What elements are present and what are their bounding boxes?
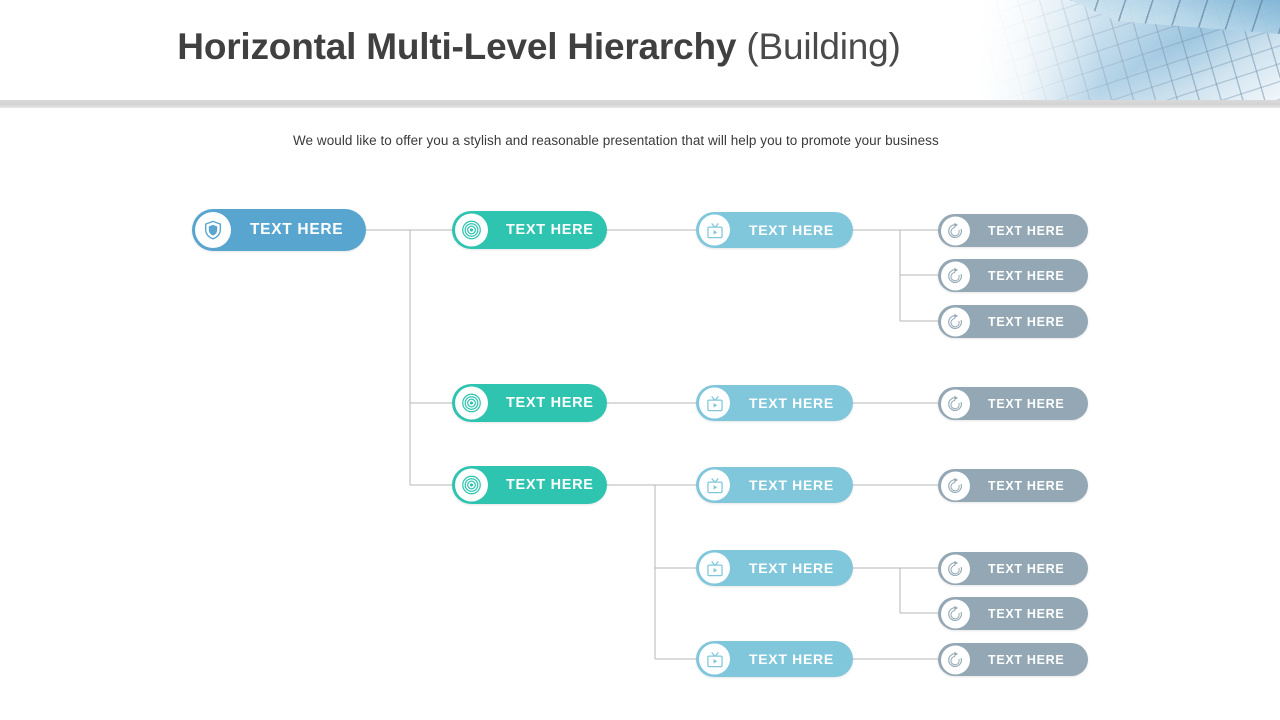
node-level2-1[interactable]: TEXT HERE xyxy=(452,211,607,249)
refresh-icon xyxy=(941,554,970,583)
tv-icon xyxy=(699,552,730,584)
node-level4-1[interactable]: TEXT HERE xyxy=(938,214,1088,247)
node-label: TEXT HERE xyxy=(988,478,1065,493)
node-label: TEXT HERE xyxy=(749,651,834,667)
node-label: TEXT HERE xyxy=(988,268,1065,283)
subtitle-text: We would like to offer you a stylish and… xyxy=(293,133,939,148)
node-label: TEXT HERE xyxy=(749,395,834,411)
refresh-icon xyxy=(941,645,970,674)
node-label: TEXT HERE xyxy=(988,606,1065,621)
target-icon xyxy=(455,386,488,420)
node-level2-2[interactable]: TEXT HERE xyxy=(452,384,607,422)
node-label: TEXT HERE xyxy=(988,396,1065,411)
refresh-icon xyxy=(941,261,970,290)
page-title-light: (Building) xyxy=(746,26,901,67)
node-label: TEXT HERE xyxy=(749,477,834,493)
refresh-icon xyxy=(941,599,970,628)
refresh-icon xyxy=(941,216,970,245)
target-icon xyxy=(455,468,488,502)
header-divider xyxy=(0,100,1280,108)
refresh-icon xyxy=(941,307,970,336)
slide-header: Horizontal Multi-Level Hierarchy (Buildi… xyxy=(0,0,1280,100)
tv-icon xyxy=(699,469,730,501)
page-title: Horizontal Multi-Level Hierarchy (Buildi… xyxy=(0,24,1078,70)
tv-icon xyxy=(699,387,730,419)
node-label: TEXT HERE xyxy=(749,222,834,238)
tv-icon xyxy=(699,214,730,246)
node-level2-3[interactable]: TEXT HERE xyxy=(452,466,607,504)
node-label: TEXT HERE xyxy=(749,560,834,576)
node-level4-7[interactable]: TEXT HERE xyxy=(938,597,1088,630)
node-level4-8[interactable]: TEXT HERE xyxy=(938,643,1088,676)
tv-icon xyxy=(699,643,730,675)
node-level3-3[interactable]: TEXT HERE xyxy=(696,467,853,503)
node-label: TEXT HERE xyxy=(506,222,594,238)
node-level3-5[interactable]: TEXT HERE xyxy=(696,641,853,677)
node-label: TEXT HERE xyxy=(506,477,594,493)
building-photo xyxy=(980,0,1280,100)
node-level1-root[interactable]: TEXT HERE xyxy=(192,209,366,251)
node-level4-4[interactable]: TEXT HERE xyxy=(938,387,1088,420)
refresh-icon xyxy=(941,471,970,500)
node-level4-5[interactable]: TEXT HERE xyxy=(938,469,1088,502)
node-label: TEXT HERE xyxy=(506,395,594,411)
node-level3-4[interactable]: TEXT HERE xyxy=(696,550,853,586)
node-label: TEXT HERE xyxy=(988,314,1065,329)
node-level4-2[interactable]: TEXT HERE xyxy=(938,259,1088,292)
shield-icon xyxy=(195,212,231,248)
target-icon xyxy=(455,213,488,247)
page-title-bold: Horizontal Multi-Level Hierarchy xyxy=(177,26,737,67)
node-level3-1[interactable]: TEXT HERE xyxy=(696,212,853,248)
node-label: TEXT HERE xyxy=(988,223,1065,238)
node-level3-2[interactable]: TEXT HERE xyxy=(696,385,853,421)
node-level4-6[interactable]: TEXT HERE xyxy=(938,552,1088,585)
node-level4-3[interactable]: TEXT HERE xyxy=(938,305,1088,338)
refresh-icon xyxy=(941,389,970,418)
node-label: TEXT HERE xyxy=(988,652,1065,667)
node-label: TEXT HERE xyxy=(988,561,1065,576)
node-label: TEXT HERE xyxy=(250,221,344,238)
